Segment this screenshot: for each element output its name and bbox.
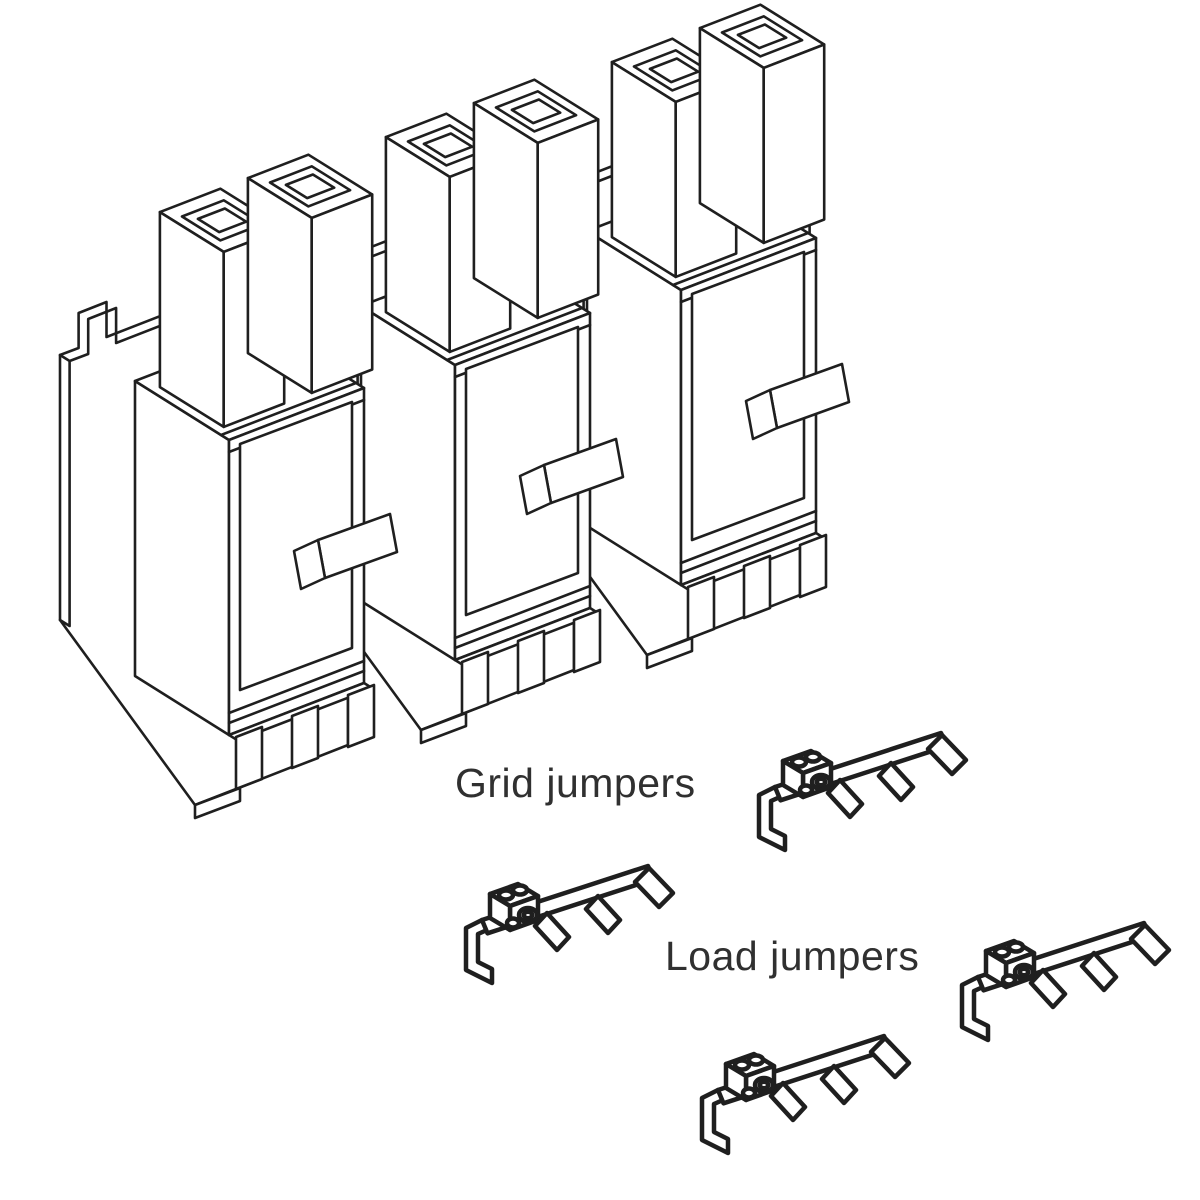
load-jumper-1 bbox=[962, 923, 1169, 1040]
load-jumper-2 bbox=[702, 1036, 909, 1153]
grid-jumper-1 bbox=[759, 733, 966, 850]
grid-jumper-2 bbox=[466, 866, 673, 983]
label-load-jumpers: Load jumpers bbox=[665, 933, 919, 979]
breaker-1 bbox=[58, 153, 399, 820]
label-grid-jumpers: Grid jumpers bbox=[455, 760, 696, 806]
